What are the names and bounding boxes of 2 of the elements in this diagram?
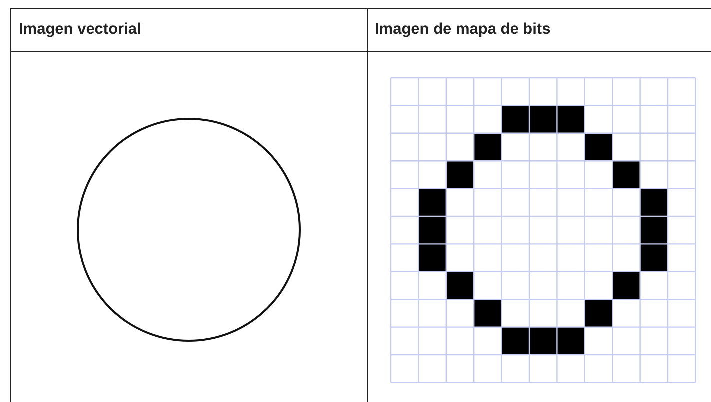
- column-header: Imagen vectorial: [19, 21, 142, 39]
- column-header: Imagen de mapa de bits: [375, 21, 551, 39]
